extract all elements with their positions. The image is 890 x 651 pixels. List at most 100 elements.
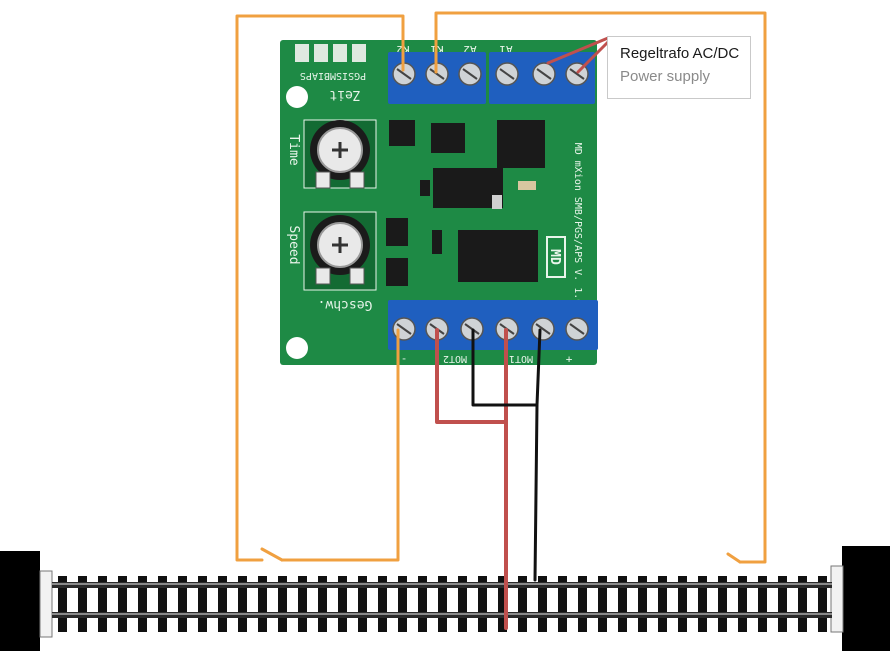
bottom-terminal-screw-slot bbox=[535, 323, 551, 335]
track-sleeper bbox=[638, 576, 647, 632]
label-zeit: Zeit bbox=[329, 87, 360, 102]
mount-hole-bottom-left bbox=[286, 337, 308, 359]
wire-orange-k1 bbox=[434, 11, 767, 564]
status-pad-1 bbox=[295, 44, 309, 62]
top-terminal-screw-slot bbox=[499, 68, 515, 80]
buffer-left bbox=[39, 570, 53, 638]
track-sleeper bbox=[378, 576, 387, 632]
track-end-block-left bbox=[0, 551, 40, 651]
track-sleeper bbox=[778, 576, 787, 632]
product-label: MD mXion SMB/PGS/APS V. 1.0.0 bbox=[572, 143, 583, 318]
diode-1 bbox=[432, 230, 442, 254]
transistor-3 bbox=[386, 258, 408, 286]
track-sleeper bbox=[558, 576, 567, 632]
track-sleeper bbox=[698, 576, 707, 632]
top-terminal-screw-slot bbox=[462, 68, 478, 80]
track-sleeper bbox=[518, 576, 527, 632]
track-end-block-right bbox=[842, 546, 890, 651]
resistor-1 bbox=[518, 181, 536, 190]
track-sleeper bbox=[98, 576, 107, 632]
transistor-1 bbox=[389, 120, 415, 146]
top-terminal-screw-slot bbox=[569, 68, 585, 80]
status-pad-4 bbox=[352, 44, 366, 62]
track-sleeper bbox=[78, 576, 87, 632]
wire-orange-switch-left bbox=[260, 547, 284, 562]
track-sleeper bbox=[298, 576, 307, 632]
terminal-label-mot1: MOT1 bbox=[509, 353, 533, 364]
logo-box bbox=[546, 236, 566, 278]
buffer-right bbox=[830, 565, 844, 633]
terminal-label-minus: - bbox=[401, 353, 408, 366]
mount-hole-top-left bbox=[286, 86, 308, 108]
relay-chip-1 bbox=[431, 123, 465, 153]
track-sleepers bbox=[58, 576, 827, 632]
wire-black-mot1 bbox=[471, 328, 539, 407]
track-sleeper bbox=[178, 576, 187, 632]
wire-orange-left-return bbox=[280, 328, 400, 562]
track-sleeper bbox=[218, 576, 227, 632]
track bbox=[0, 546, 890, 651]
legend-subtitle: Power supply bbox=[620, 68, 711, 85]
wire-orange-switch-right bbox=[726, 552, 742, 564]
track-sleeper bbox=[278, 576, 287, 632]
track-sleeper bbox=[598, 576, 607, 632]
track-sleeper bbox=[318, 576, 327, 632]
terminal-block-top bbox=[388, 52, 595, 104]
track-sleeper bbox=[678, 576, 687, 632]
terminal-block-bottom bbox=[388, 300, 598, 350]
wire-red-mot2 bbox=[435, 328, 508, 424]
transistor-2 bbox=[386, 218, 408, 246]
track-sleeper bbox=[478, 576, 487, 632]
bottom-terminal-screw-slot bbox=[569, 323, 585, 335]
track-sleeper bbox=[718, 576, 727, 632]
track-sleeper bbox=[798, 576, 807, 632]
wire-orange-k2 bbox=[235, 14, 405, 562]
track-sleeper bbox=[238, 576, 247, 632]
track-sleeper bbox=[458, 576, 467, 632]
track-sleeper bbox=[118, 576, 127, 632]
driver-ic bbox=[458, 230, 538, 282]
track-sleeper bbox=[818, 576, 827, 632]
track-sleeper bbox=[358, 576, 367, 632]
status-pad-2 bbox=[314, 44, 328, 62]
power-chip bbox=[497, 120, 545, 168]
top-terminal-screw-slot bbox=[429, 68, 445, 80]
legend-title: Regeltrafo AC/DC bbox=[620, 45, 740, 62]
track-sleeper bbox=[658, 576, 667, 632]
status-label: PGSISMBIAPS bbox=[300, 70, 366, 81]
logo-text: MD bbox=[547, 249, 562, 265]
label-speed: Speed bbox=[286, 225, 301, 264]
top-terminal-screw-slot bbox=[396, 68, 412, 80]
track-sleeper bbox=[258, 576, 267, 632]
wire-black-plus bbox=[533, 328, 542, 582]
power-supply-legend: Regeltrafo AC/DC Power supply bbox=[607, 36, 751, 99]
terminal-label-mot2: MOT2 bbox=[443, 353, 467, 364]
track-sleeper bbox=[498, 576, 507, 632]
label-geschw: Geschw. bbox=[318, 297, 373, 312]
track-sleeper bbox=[158, 576, 167, 632]
track-sleeper bbox=[758, 576, 767, 632]
wire-red-supply-1 bbox=[546, 36, 610, 65]
chip-middle bbox=[433, 168, 503, 208]
track-sleeper bbox=[738, 576, 747, 632]
track-sleeper bbox=[578, 576, 587, 632]
led-pad bbox=[492, 195, 502, 209]
circuit-board: MD PGSISMBIAPS Zeit Time Speed Geschw. M… bbox=[280, 40, 597, 366]
potentiometer-speed[interactable] bbox=[303, 211, 377, 291]
track-sleeper bbox=[138, 576, 147, 632]
terminal-label-plus: + bbox=[565, 353, 572, 366]
track-sleeper bbox=[58, 576, 67, 632]
wires bbox=[235, 11, 767, 630]
top-terminal-screw-slot bbox=[536, 68, 552, 80]
rail-top-highlight bbox=[52, 583, 832, 585]
potentiometer-time[interactable] bbox=[303, 119, 377, 189]
track-sleeper bbox=[198, 576, 207, 632]
label-time: Time bbox=[286, 134, 301, 165]
track-sleeper bbox=[418, 576, 427, 632]
track-sleeper bbox=[438, 576, 447, 632]
rail-bottom-highlight bbox=[52, 613, 832, 615]
wire-red-supply-2 bbox=[576, 38, 612, 74]
track-sleeper bbox=[338, 576, 347, 632]
status-pad-3 bbox=[333, 44, 347, 62]
